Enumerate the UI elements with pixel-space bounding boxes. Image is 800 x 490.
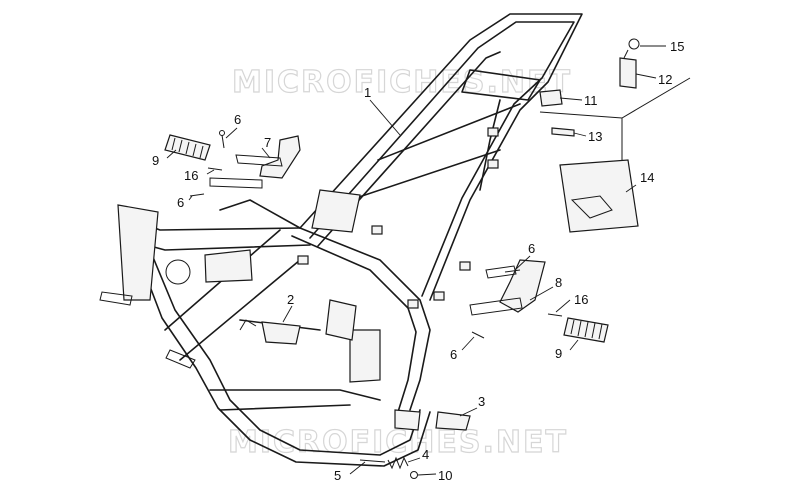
callout-6-d: 6 [450, 347, 457, 362]
bolts-6-16 [189, 130, 563, 339]
footpeg-2 [261, 321, 301, 345]
callout-16-b: 16 [574, 292, 588, 307]
callout-11: 11 [584, 93, 598, 108]
watermark-top: MICROFICHES.NET [232, 65, 572, 100]
callout-9-left: 9 [152, 153, 159, 168]
callout-7: 7 [264, 135, 271, 150]
callout-5: 5 [334, 468, 341, 483]
lock-12 [619, 57, 637, 89]
callout-6-c: 6 [528, 241, 535, 256]
footpeg-left-9 [164, 134, 211, 161]
pin-5 [359, 459, 386, 463]
bolt-13 [551, 127, 575, 137]
callout-8: 8 [555, 275, 562, 290]
callout-3: 3 [478, 394, 485, 409]
footpeg-bracket-7 [209, 135, 301, 189]
kit-bag-14 [559, 159, 639, 233]
nut-10 [410, 471, 418, 479]
callout-14: 14 [640, 170, 654, 185]
footpeg-3 [435, 411, 471, 431]
callout-6-a: 6 [234, 112, 241, 127]
callout-1: 1 [364, 85, 371, 100]
callout-13: 13 [588, 129, 602, 144]
callout-6-b: 6 [177, 195, 184, 210]
leader-lines [166, 45, 666, 476]
clamp-11 [539, 89, 563, 107]
callout-4: 4 [422, 447, 429, 462]
key-15 [623, 38, 640, 59]
main-frame [99, 13, 583, 467]
callout-15: 15 [670, 39, 684, 54]
footpeg-bracket-8 [469, 259, 546, 316]
callout-10: 10 [438, 468, 452, 483]
callout-16-a: 16 [184, 168, 198, 183]
footpeg-right-9 [563, 317, 609, 343]
kit-bracket-lines [539, 77, 691, 160]
spring-4 [387, 456, 409, 470]
callout-12: 12 [658, 72, 672, 87]
callout-2: 2 [287, 292, 294, 307]
callout-9-right: 9 [555, 346, 562, 361]
